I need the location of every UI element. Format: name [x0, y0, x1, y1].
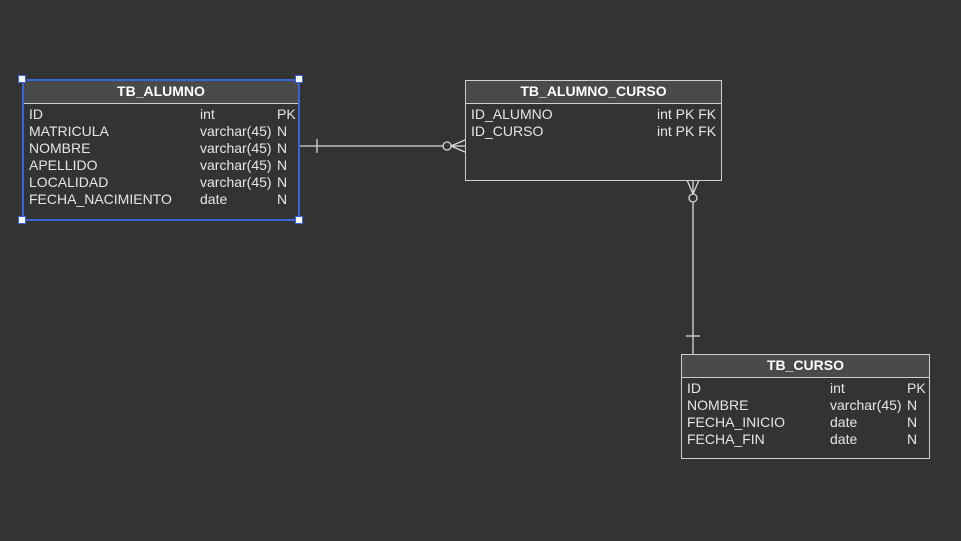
column-type: varchar(45)	[200, 123, 272, 139]
column-name: ID_CURSO	[471, 123, 544, 139]
zero-circle-mark	[442, 141, 452, 151]
column-key: N	[277, 140, 288, 156]
column-name: NOMBRE	[29, 140, 91, 156]
column-name: FECHA_FIN	[687, 431, 765, 447]
column-name: LOCALIDAD	[29, 174, 109, 190]
resize-handle-top-left[interactable]	[18, 75, 26, 83]
column-type: int	[830, 380, 845, 396]
column-list: ID int PK MATRICULA varchar(45) N NOMBRE…	[24, 104, 298, 208]
column-name: FECHA_INICIO	[687, 414, 786, 430]
column-name: ID	[29, 106, 43, 122]
column-key: PK	[277, 106, 296, 122]
crowfoot-lower	[450, 145, 466, 153]
column-name: ID_ALUMNO	[471, 106, 553, 122]
table-row[interactable]: NOMBRE varchar(45) N	[24, 140, 298, 157]
table-row[interactable]: ID_CURSO int PK FK	[466, 123, 721, 140]
relationship-alumno-alumno-curso[interactable]	[300, 139, 466, 153]
column-type: int	[200, 106, 215, 122]
table-row[interactable]: ID_ALUMNO int PK FK	[466, 106, 721, 123]
table-row[interactable]: FECHA_INICIO date N	[682, 414, 929, 431]
column-list: ID int PK NOMBRE varchar(45) N FECHA_INI…	[682, 378, 929, 448]
table-title: TB_CURSO	[682, 355, 929, 378]
table-tb-alumno[interactable]: TB_ALUMNO ID int PK MATRICULA varchar(45…	[22, 79, 300, 221]
column-type: date	[830, 414, 858, 430]
table-tb-curso[interactable]: TB_CURSO ID int PK NOMBRE varchar(45) N …	[681, 354, 930, 459]
column-type: int PK FK	[657, 106, 717, 122]
table-title: TB_ALUMNO	[24, 81, 298, 104]
column-list: ID_ALUMNO int PK FK ID_CURSO int PK FK	[466, 104, 721, 140]
column-key: N	[277, 174, 288, 190]
table-title: TB_ALUMNO_CURSO	[466, 81, 721, 104]
resize-handle-bottom-right[interactable]	[295, 216, 303, 224]
table-row[interactable]: ID int PK	[682, 380, 929, 397]
column-key: N	[277, 123, 288, 139]
column-key: N	[907, 414, 918, 430]
column-type: date	[830, 431, 858, 447]
column-type: varchar(45)	[200, 157, 272, 173]
table-row[interactable]: MATRICULA varchar(45) N	[24, 123, 298, 140]
column-key: N	[907, 397, 918, 413]
column-type: int PK FK	[657, 123, 717, 139]
column-name: ID	[687, 380, 701, 396]
table-row[interactable]: LOCALIDAD varchar(45) N	[24, 174, 298, 191]
column-name: APELLIDO	[29, 157, 98, 173]
relationship-curso-alumno-curso[interactable]	[686, 179, 700, 354]
table-tb-alumno-curso[interactable]: TB_ALUMNO_CURSO ID_ALUMNO int PK FK ID_C…	[465, 80, 722, 181]
column-name: MATRICULA	[29, 123, 109, 139]
table-row[interactable]: FECHA_NACIMIENTO date N	[24, 191, 298, 208]
table-row[interactable]: APELLIDO varchar(45) N	[24, 157, 298, 174]
crowfoot-left	[686, 179, 694, 195]
column-name: FECHA_NACIMIENTO	[29, 191, 172, 207]
column-type: varchar(45)	[830, 397, 902, 413]
crowfoot-right	[692, 179, 700, 195]
column-key: N	[277, 191, 288, 207]
resize-handle-top-right[interactable]	[295, 75, 303, 83]
column-key: PK	[907, 380, 926, 396]
column-name: NOMBRE	[687, 397, 749, 413]
column-type: date	[200, 191, 228, 207]
column-type: varchar(45)	[200, 140, 272, 156]
column-key: N	[277, 157, 288, 173]
table-row[interactable]: FECHA_FIN date N	[682, 431, 929, 448]
crowfoot-upper	[450, 139, 466, 147]
table-row[interactable]: ID int PK	[24, 106, 298, 123]
zero-circle-mark	[688, 193, 698, 203]
resize-handle-bottom-left[interactable]	[18, 216, 26, 224]
column-key: N	[907, 431, 918, 447]
table-row[interactable]: NOMBRE varchar(45) N	[682, 397, 929, 414]
column-type: varchar(45)	[200, 174, 272, 190]
